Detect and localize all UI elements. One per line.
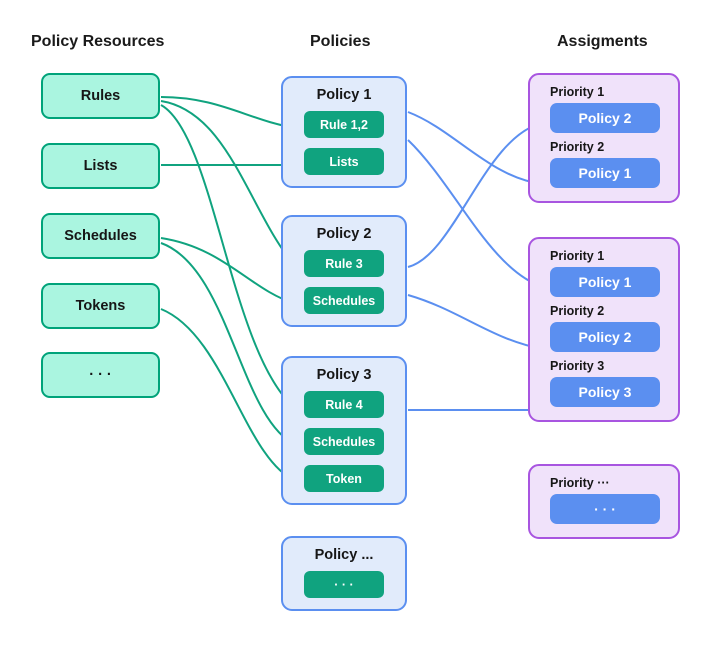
assignment-2-priority-2-label: Priority 2 — [550, 304, 605, 318]
assignment-1-priority-1-policy[interactable]: Policy 2 — [550, 103, 660, 133]
edge-tokens-to-token — [160, 308, 297, 482]
column-title-policy-resources: Policy Resources — [31, 33, 165, 50]
assignment-card-1[interactable]: Priority 1 Policy 2 Priority 2 Policy 1 — [528, 73, 680, 203]
policy-card-more-title: Policy ... — [314, 547, 374, 563]
policy-2-item-schedules[interactable]: Schedules — [304, 287, 384, 314]
edge-policy2-to-assign2-priority2 — [407, 294, 544, 353]
edge-policy1-to-assign2-priority1 — [407, 139, 544, 289]
column-title-policies: Policies — [310, 33, 371, 50]
edge-rules-to-rule3 — [160, 100, 297, 268]
policy-card-3-title: Policy 3 — [316, 367, 372, 383]
resource-box-schedules[interactable]: Schedules — [41, 213, 160, 259]
policy-3-item-schedules[interactable]: Schedules — [304, 428, 384, 455]
policy-3-item-token[interactable]: Token — [304, 465, 384, 492]
resource-box-tokens[interactable]: Tokens — [41, 283, 160, 329]
assignment-2-priority-1-policy[interactable]: Policy 1 — [550, 267, 660, 297]
policy-card-1[interactable]: Policy 1 Rule 1,2 Lists — [281, 76, 407, 188]
edge-schedules-to-policy3-schedules — [160, 242, 297, 446]
assignment-more-priority-label: Priority ··· — [550, 476, 610, 490]
assignment-1-priority-1-label: Priority 1 — [550, 85, 605, 99]
assignment-1-priority-2-policy[interactable]: Policy 1 — [550, 158, 660, 188]
assignment-card-2[interactable]: Priority 1 Policy 1 Priority 2 Policy 2 … — [528, 237, 680, 422]
policy-3-item-rule4[interactable]: Rule 4 — [304, 391, 384, 418]
policy-2-item-rule3[interactable]: Rule 3 — [304, 250, 384, 277]
edge-rules-to-rule12 — [160, 96, 297, 132]
policy-card-1-title: Policy 1 — [316, 87, 372, 103]
assignment-card-more[interactable]: Priority ··· · · · — [528, 464, 680, 539]
edge-schedules-to-policy2-schedules — [160, 237, 297, 306]
policy-card-3[interactable]: Policy 3 Rule 4 Schedules Token — [281, 356, 407, 505]
policy-card-2[interactable]: Policy 2 Rule 3 Schedules — [281, 215, 407, 327]
resource-box-lists[interactable]: Lists — [41, 143, 160, 189]
assignment-2-priority-2-policy[interactable]: Policy 2 — [550, 322, 660, 352]
edge-policy1-to-assign1-priority2 — [407, 111, 544, 188]
assignment-2-priority-3-policy[interactable]: Policy 3 — [550, 377, 660, 407]
column-title-assignments: Assigments — [557, 33, 648, 50]
policy-more-item-ellipsis[interactable]: · · · — [304, 571, 384, 598]
assignment-1-priority-2-label: Priority 2 — [550, 140, 605, 154]
policy-1-item-lists[interactable]: Lists — [304, 148, 384, 175]
resource-box-rules[interactable]: Rules — [41, 73, 160, 119]
assignment-2-priority-1-label: Priority 1 — [550, 249, 605, 263]
resource-box-more[interactable]: · · · — [41, 352, 160, 398]
edge-policy2-to-assign1-priority1 — [407, 120, 544, 268]
policy-1-item-rule12[interactable]: Rule 1,2 — [304, 111, 384, 138]
edge-rules-to-rule4 — [160, 104, 297, 410]
policy-card-2-title: Policy 2 — [316, 226, 372, 242]
policy-card-more[interactable]: Policy ... · · · — [281, 536, 407, 611]
assignment-more-policy[interactable]: · · · — [550, 494, 660, 524]
assignment-2-priority-3-label: Priority 3 — [550, 359, 605, 373]
